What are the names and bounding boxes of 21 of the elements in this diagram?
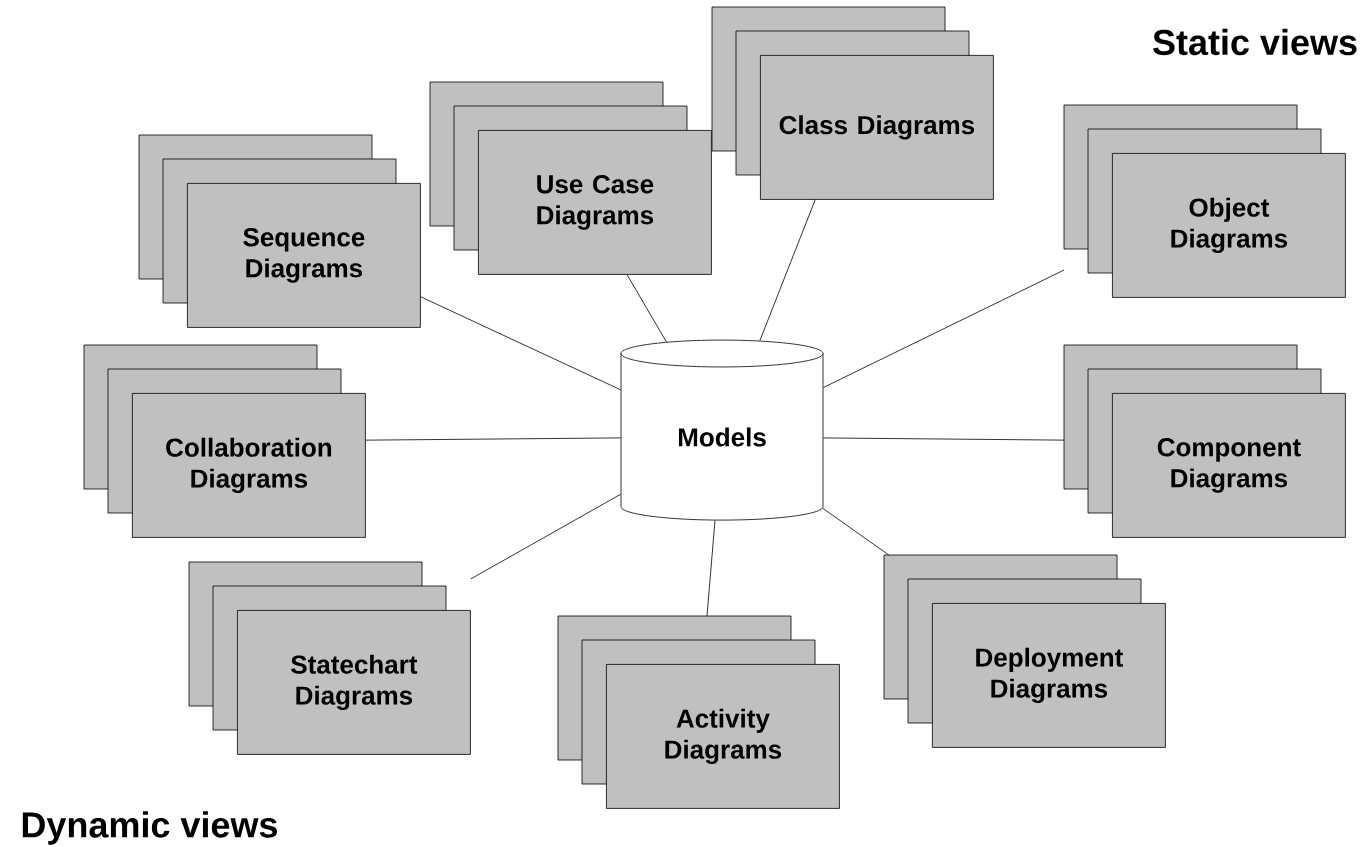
connector-line: [626, 274, 667, 343]
view-heading: Static views: [1153, 28, 1357, 56]
connector-line: [823, 269, 1065, 388]
diagram-stack: Sequence Diagrams: [138, 134, 421, 328]
diagram-stack: Use Case Diagrams: [429, 81, 712, 275]
diagram-stack: Deployment Diagrams: [883, 554, 1166, 748]
diagram-stack: Collaboration Diagrams: [83, 344, 366, 538]
view-heading: Dynamic views: [22, 811, 277, 845]
diagram-stack: Statechart Diagrams: [188, 561, 471, 755]
database-cylinder: Models: [620, 339, 824, 521]
diagram-stack: Component Diagrams: [1063, 344, 1346, 538]
diagram-stack: Class Diagrams: [711, 6, 994, 200]
connector-line: [470, 493, 621, 580]
connector-line: [365, 437, 621, 441]
connector-line: [823, 437, 1065, 441]
diagram-stack: Object Diagrams: [1063, 104, 1346, 298]
connector-line: [706, 520, 716, 617]
connector-line: [759, 199, 816, 342]
connector-line: [420, 296, 621, 391]
connector-line: [822, 507, 890, 556]
diagram-stack: Activity Diagrams: [557, 615, 840, 809]
